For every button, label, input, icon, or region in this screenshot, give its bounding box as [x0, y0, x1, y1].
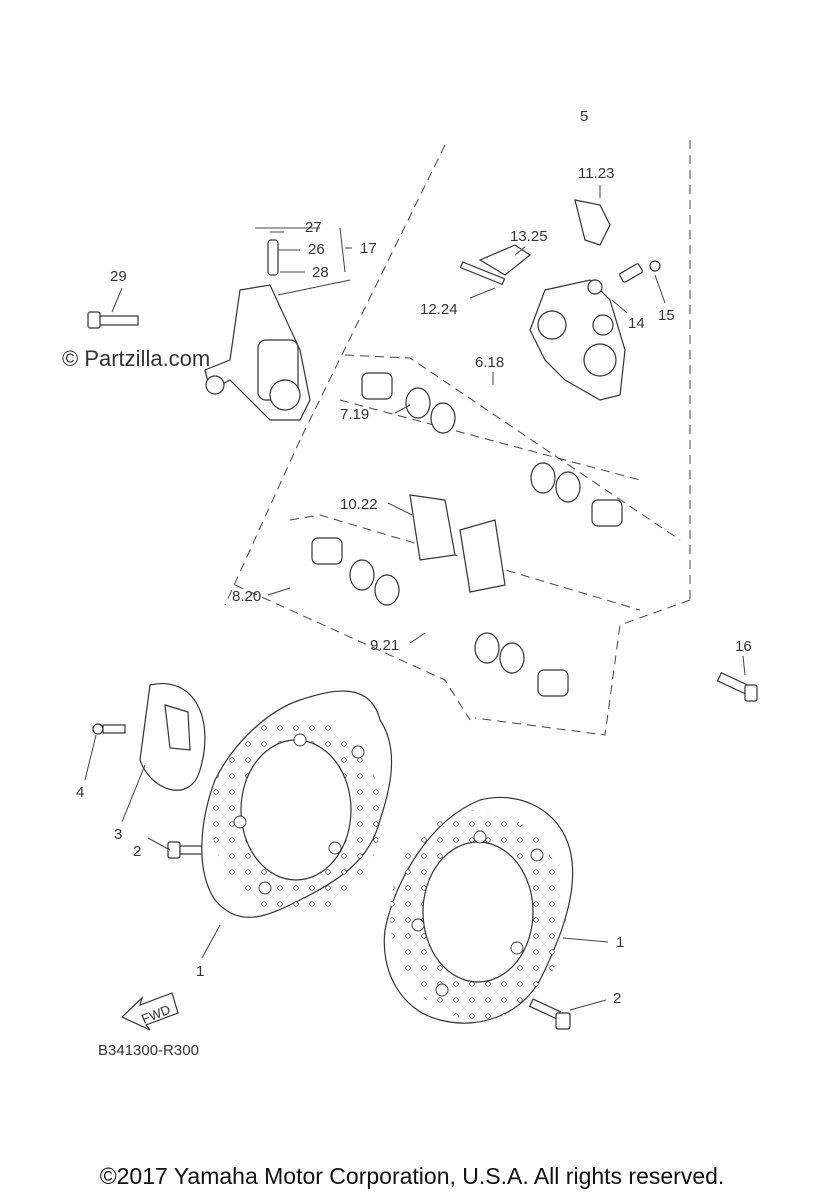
callout-1-left: 1 — [196, 963, 204, 980]
callout-14: 14 — [628, 315, 645, 332]
bolt-16 — [716, 671, 758, 702]
diagram-code: B341300-R300 — [98, 1042, 199, 1059]
copyright-notice: ©2017 Yamaha Motor Corporation, U.S.A. A… — [99, 1163, 725, 1189]
assembly-outlines — [224, 140, 691, 736]
callout-6: 6.18 — [475, 354, 504, 371]
callout-28: 28 — [312, 264, 329, 281]
pin-12 — [459, 261, 506, 286]
screw-4 — [92, 723, 126, 735]
watermark: © Partzilla.com — [62, 346, 211, 371]
bolt-2-right — [528, 998, 571, 1030]
callout-11: 11.23 — [578, 165, 614, 182]
callout-17: 17 — [360, 240, 377, 257]
bolt-29 — [87, 311, 139, 329]
callout-26: 26 — [308, 241, 325, 258]
fwd-arrow-icon: FWD — [120, 992, 179, 1031]
brake-pads — [409, 494, 506, 593]
callout-1-right: 1 — [616, 934, 624, 951]
callout-16: 16 — [735, 638, 752, 655]
callout-7: 7.19 — [340, 406, 369, 423]
brake-disc-left — [201, 690, 393, 918]
callout-29: 29 — [110, 268, 127, 285]
leader-lines — [84, 185, 746, 1011]
callouts: 5 11.23 27 26 17 28 29 13.25 12.24 14 15… — [76, 108, 752, 1007]
callout-4: 4 — [76, 784, 84, 801]
bleed-screw-15 — [619, 260, 661, 283]
callout-12: 12.24 — [420, 301, 458, 318]
callout-27: 27 — [305, 219, 322, 236]
callout-2-left: 2 — [133, 843, 141, 860]
callout-15: 15 — [658, 307, 675, 324]
bracket-11 — [574, 199, 611, 246]
callout-2-right: 2 — [613, 990, 621, 1007]
brake-disc-right — [383, 796, 574, 1024]
callout-10: 10.22 — [340, 496, 378, 513]
left-caliper — [204, 231, 351, 421]
right-caliper — [529, 279, 626, 401]
bolt-2-left — [167, 841, 206, 859]
callout-13: 13.25 — [510, 228, 548, 245]
callout-9: 9.21 — [370, 637, 399, 654]
callout-8: 8.20 — [232, 588, 261, 605]
callout-3: 3 — [114, 826, 122, 843]
callout-5: 5 — [580, 108, 588, 125]
sensor-rotor-3 — [139, 683, 206, 791]
pistons-seals — [311, 372, 623, 697]
